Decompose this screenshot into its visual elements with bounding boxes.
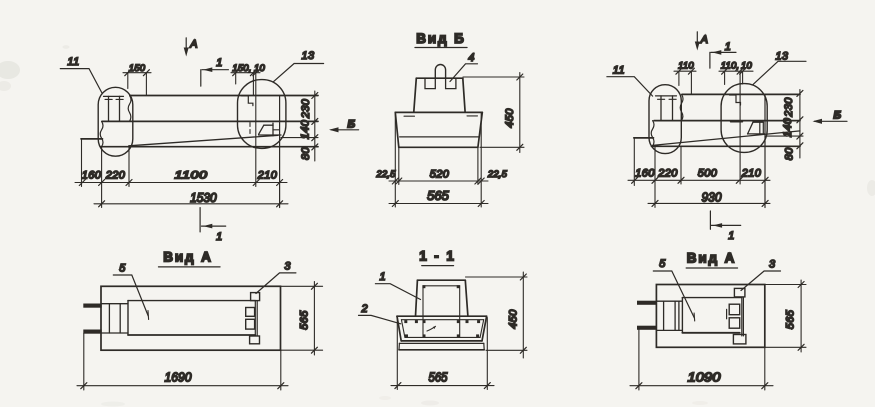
svg-text:150,: 150, — [232, 63, 251, 74]
svg-text:565: 565 — [299, 310, 311, 330]
svg-text:450: 450 — [504, 108, 516, 128]
svg-text:13: 13 — [775, 51, 789, 63]
svg-text:140: 140 — [782, 117, 794, 137]
svg-text:1 - 1: 1 - 1 — [419, 249, 456, 264]
svg-text:210: 210 — [741, 168, 762, 180]
svg-text:1: 1 — [216, 231, 223, 243]
svg-text:10: 10 — [254, 63, 265, 74]
svg-text:3: 3 — [769, 259, 776, 271]
svg-text:140: 140 — [300, 119, 312, 139]
svg-text:1100: 1100 — [175, 170, 209, 182]
svg-text:22,5: 22,5 — [487, 169, 508, 180]
svg-text:А: А — [700, 34, 709, 46]
svg-text:930: 930 — [702, 190, 723, 205]
svg-text:450: 450 — [507, 309, 519, 329]
svg-text:1530: 1530 — [190, 190, 217, 205]
svg-text:3: 3 — [284, 261, 291, 273]
svg-text:160: 160 — [635, 168, 655, 180]
svg-text:80: 80 — [784, 147, 796, 161]
svg-text:520: 520 — [430, 169, 450, 181]
svg-text:Вид А: Вид А — [687, 251, 737, 266]
svg-text:565: 565 — [429, 370, 449, 385]
svg-text:2: 2 — [361, 303, 369, 315]
svg-text:5: 5 — [119, 263, 126, 275]
svg-text:10: 10 — [741, 61, 752, 72]
svg-text:565: 565 — [785, 309, 797, 329]
svg-text:А: А — [189, 39, 198, 51]
svg-text:500: 500 — [698, 168, 718, 180]
svg-text:1: 1 — [728, 230, 735, 242]
svg-text:565: 565 — [427, 188, 449, 203]
svg-text:Б: Б — [833, 110, 841, 122]
svg-text:110,: 110, — [721, 61, 740, 72]
svg-text:1: 1 — [725, 41, 732, 53]
svg-text:Вид Б: Вид Б — [416, 31, 466, 46]
svg-text:80: 80 — [300, 147, 312, 161]
svg-text:230: 230 — [783, 97, 795, 118]
svg-text:230: 230 — [300, 98, 312, 119]
svg-text:1: 1 — [216, 57, 223, 69]
svg-text:22,5: 22,5 — [375, 169, 396, 180]
svg-text:1690: 1690 — [165, 370, 193, 385]
svg-text:220: 220 — [657, 168, 678, 180]
svg-text:11: 11 — [613, 65, 625, 77]
svg-text:5: 5 — [659, 258, 666, 270]
svg-text:13: 13 — [301, 50, 315, 62]
svg-text:220: 220 — [105, 170, 126, 182]
svg-text:210: 210 — [257, 170, 278, 182]
svg-text:150: 150 — [129, 63, 146, 74]
svg-text:110: 110 — [678, 61, 694, 72]
svg-text:Вид А: Вид А — [163, 250, 213, 265]
svg-text:1090: 1090 — [688, 370, 722, 385]
svg-text:11: 11 — [67, 56, 79, 68]
svg-text:1: 1 — [380, 271, 387, 283]
svg-text:160: 160 — [82, 170, 102, 182]
svg-text:4: 4 — [468, 52, 475, 64]
svg-text:Б: Б — [347, 119, 355, 131]
